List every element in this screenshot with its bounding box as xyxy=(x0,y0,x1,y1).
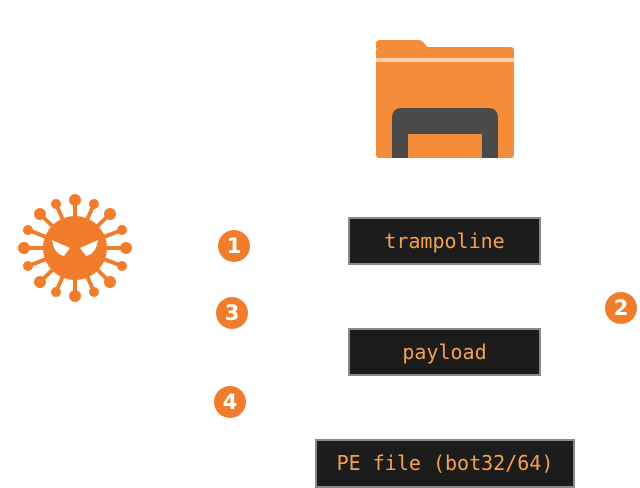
step-badge-4: 4 xyxy=(214,386,246,418)
folder-icon xyxy=(376,40,514,158)
trampoline-box: trampoline xyxy=(348,217,541,265)
step-badge-1: 1 xyxy=(218,230,250,262)
step-badge-3: 3 xyxy=(216,297,248,329)
payload-box: payload xyxy=(348,328,541,376)
pe-file-box: PE file (bot32/64) xyxy=(315,439,575,488)
virus-icon xyxy=(18,194,132,302)
step-badge-2: 2 xyxy=(605,292,637,324)
